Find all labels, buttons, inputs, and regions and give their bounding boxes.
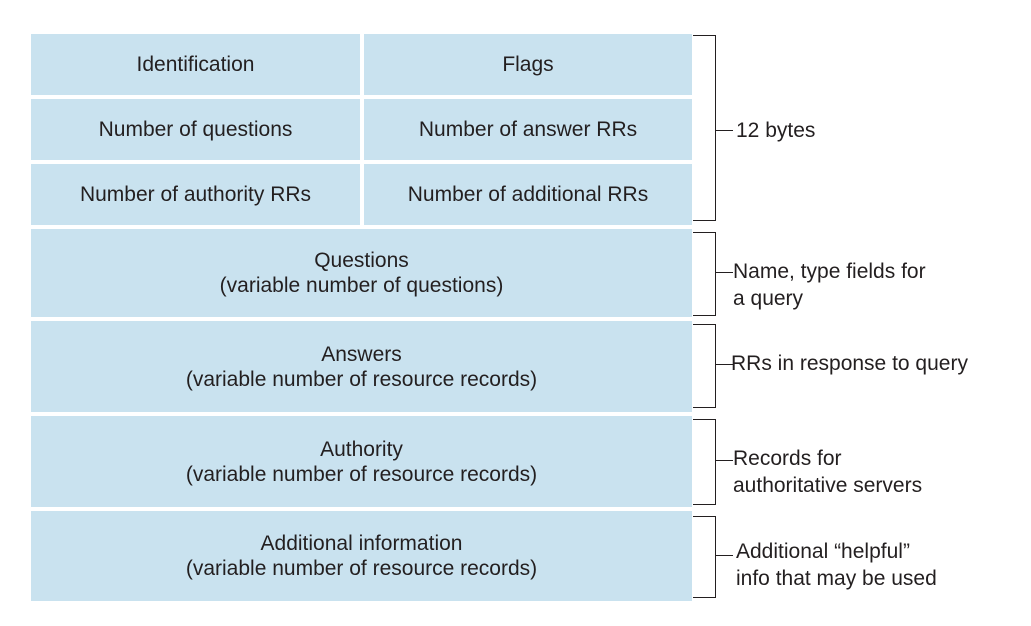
answers-subtitle: (variable number of resource records) xyxy=(185,367,538,391)
answers-bracket-tick xyxy=(716,364,733,365)
num-authority-rrs-field: Number of authority RRs xyxy=(31,164,360,225)
flags-label: Flags xyxy=(502,53,554,76)
num-additional-rrs-label: Number of additional RRs xyxy=(407,183,649,206)
answers-bracket xyxy=(693,324,716,408)
identification-field: Identification xyxy=(31,34,360,95)
additional-bracket xyxy=(693,516,716,598)
num-questions-label: Number of questions xyxy=(98,118,293,141)
questions-bracket xyxy=(693,232,716,316)
questions-annotation: Name, type fields for a query xyxy=(733,260,926,310)
authority-bracket-tick xyxy=(716,460,733,461)
questions-subtitle: (variable number of questions) xyxy=(219,274,504,297)
authority-section: Authority (variable number of resource r… xyxy=(31,416,692,507)
num-answer-rrs-field: Number of answer RRs xyxy=(364,99,692,160)
answers-section: Answers (variable number of resource rec… xyxy=(31,321,692,412)
authority-title: Authority xyxy=(320,437,403,461)
num-additional-rrs-field: Number of additional RRs xyxy=(364,164,692,225)
questions-section: Questions (variable number of questions) xyxy=(31,229,692,317)
num-answer-rrs-label: Number of answer RRs xyxy=(418,118,638,141)
identification-label: Identification xyxy=(136,53,255,76)
additional-annotation: Additional “helpful” info that may be us… xyxy=(736,540,937,590)
header-bracket-tick xyxy=(716,130,733,131)
questions-bracket-tick xyxy=(716,272,733,273)
header-annotation: 12 bytes xyxy=(736,119,816,142)
num-authority-rrs-label: Number of authority RRs xyxy=(79,183,312,206)
additional-title: Additional information xyxy=(260,532,463,555)
header-bracket xyxy=(693,35,716,221)
authority-bracket xyxy=(693,419,716,505)
additional-bracket-tick xyxy=(716,555,733,556)
additional-subtitle: (variable number of resource records) xyxy=(185,557,538,580)
flags-field: Flags xyxy=(364,34,692,95)
questions-title: Questions xyxy=(314,249,409,272)
authority-annotation: Records for authoritative servers xyxy=(733,447,923,497)
num-questions-field: Number of questions xyxy=(31,99,360,160)
answers-title: Answers xyxy=(321,342,402,366)
additional-section: Additional information (variable number … xyxy=(31,511,692,601)
authority-subtitle: (variable number of resource records) xyxy=(185,462,538,486)
answers-annotation: RRs in response to query xyxy=(731,352,968,375)
